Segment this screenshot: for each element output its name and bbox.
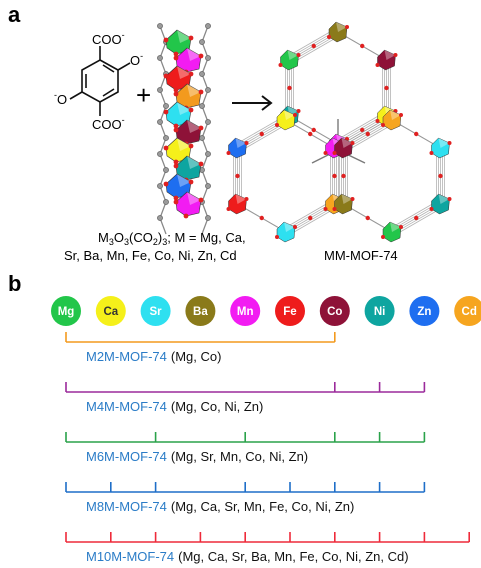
series-m10m-mof-74: M10M-MOF-74 (Mg, Ca, Sr, Ba, Mn, Fe, Co, … (65, 532, 471, 564)
metal-mg-circle: Mg (51, 296, 81, 326)
metal-co-circle: Co (319, 296, 350, 326)
framework-polyhedron (226, 193, 249, 215)
series-m2m-mof-74: M2M-MOF-74 (Mg, Co) (65, 332, 336, 364)
framework-polyhedron (278, 49, 301, 71)
panel-a-label: a (8, 2, 21, 27)
series-name: M2M-MOF-74 (86, 349, 167, 364)
framework-polyhedron (381, 109, 403, 131)
series-label: M10M-MOF-74 (Mg, Ca, Sr, Ba, Mn, Fe, Co, … (86, 549, 409, 564)
series-name: M10M-MOF-74 (86, 549, 174, 564)
series-label: M6M-MOF-74 (Mg, Sr, Mn, Co, Ni, Zn) (86, 449, 308, 464)
metal-polyhedron (163, 101, 194, 129)
framework-polyhedron (226, 137, 249, 159)
metal-symbol: Ni (374, 306, 386, 318)
coo-top-label: COO- (92, 30, 125, 47)
metal-symbol: Zn (417, 306, 431, 318)
metal-symbol: Mn (237, 306, 254, 318)
metal-circle-fill (95, 296, 126, 326)
metal-symbol: Ca (103, 306, 118, 318)
metal-ba-circle: Ba (185, 296, 216, 326)
metal-circle-fill (364, 296, 395, 326)
metal-circle-fill (230, 296, 261, 326)
metal-circle-fill (454, 296, 481, 326)
metal-circle-fill (140, 296, 171, 326)
metal-circle-fill (51, 296, 81, 326)
metal-circle-fill (409, 296, 440, 326)
metal-circle-fill (275, 296, 305, 326)
metal-ca-circle: Ca (95, 296, 126, 326)
framework-polyhedron (332, 193, 355, 215)
o-left-label: -O (54, 90, 67, 107)
series-m6m-mof-74: M6M-MOF-74 (Mg, Sr, Mn, Co, Ni, Zn) (65, 432, 426, 464)
metal-symbol: Ba (193, 306, 208, 318)
rod-caption-line-1: M3O3(CO2)3; M = Mg, Ca, (98, 230, 246, 247)
metal-polyhedron (163, 173, 194, 201)
metal-mn-circle: Mn (230, 296, 261, 326)
product-label: MM-MOF-74 (324, 248, 398, 263)
framework-polyhedron (429, 137, 452, 159)
metal-polyhedron (163, 65, 194, 93)
metal-symbol: Cd (462, 306, 477, 318)
metal-sr-circle: Sr (140, 296, 171, 326)
series-m4m-mof-74: M4M-MOF-74 (Mg, Co, Ni, Zn) (65, 382, 426, 414)
metal-circle-fill (319, 296, 350, 326)
metal-polyhedron (173, 155, 204, 183)
series-metals: (Mg, Sr, Mn, Co, Ni, Zn) (171, 449, 308, 464)
series-m8m-mof-74: M8M-MOF-74 (Mg, Ca, Sr, Mn, Fe, Co, Ni, Z… (65, 482, 426, 514)
framework-polyhedron (381, 221, 403, 243)
reaction-arrow (232, 95, 273, 111)
linker-molecule (69, 46, 131, 116)
series-list: M2M-MOF-74 (Mg, Co) M4M-MOF-74 (Mg, Co, Ni,… (65, 332, 471, 564)
metal-cd-circle: Cd (454, 296, 481, 326)
metal-oxide-rod (157, 23, 211, 235)
linker-labels: COO- O- -O COO- (54, 30, 143, 132)
series-name: M4M-MOF-74 (86, 399, 167, 414)
series-name: M6M-MOF-74 (86, 449, 167, 464)
metal-zn-circle: Zn (409, 296, 440, 326)
rod-caption: M3O3(CO2)3; M = Mg, Ca, Sr, Ba, Mn, Fe, … (64, 230, 246, 263)
metal-symbol: Fe (283, 306, 296, 318)
series-metals: (Mg, Ca, Sr, Mn, Fe, Co, Ni, Zn) (171, 499, 354, 514)
rod-caption-line-2: Sr, Ba, Mn, Fe, Co, Ni, Zn, Cd (64, 248, 237, 263)
panel-b-label: b (8, 271, 21, 296)
metal-polyhedron (173, 191, 204, 219)
series-metals: (Mg, Ca, Sr, Ba, Mn, Fe, Co, Ni, Zn, Cd) (178, 549, 408, 564)
series-metals: (Mg, Co, Ni, Zn) (171, 399, 263, 414)
metal-circle-fill (185, 296, 216, 326)
framework-polyhedron (275, 109, 297, 131)
series-metals: (Mg, Co) (171, 349, 222, 364)
series-name: M8M-MOF-74 (86, 499, 167, 514)
mof-framework-structure (226, 21, 452, 243)
series-label: M8M-MOF-74 (Mg, Ca, Sr, Mn, Fe, Co, Ni, Z… (86, 499, 354, 514)
metal-symbol: Co (327, 306, 342, 318)
plus-sign: + (136, 80, 151, 110)
metal-symbol: Mg (58, 306, 75, 318)
metal-polyhedron (163, 137, 194, 165)
framework-polyhedron (275, 221, 297, 243)
framework-polyhedron (375, 49, 398, 71)
metal-ni-circle: Ni (364, 296, 395, 326)
framework-polyhedron (332, 137, 355, 159)
metal-circle-row: Mg Ca Sr Ba Mn Fe Co Ni Zn Cd (51, 296, 481, 326)
framework-polyhedron (429, 193, 452, 215)
coo-bottom-label: COO- (92, 115, 125, 132)
metal-polyhedron (173, 83, 204, 111)
series-label: M4M-MOF-74 (Mg, Co, Ni, Zn) (86, 399, 263, 414)
metal-symbol: Sr (150, 306, 163, 318)
framework-polyhedron (327, 21, 349, 43)
series-label: M2M-MOF-74 (Mg, Co) (86, 349, 221, 364)
metal-fe-circle: Fe (275, 296, 305, 326)
o-right-label: O- (130, 51, 143, 68)
metal-polyhedron (163, 29, 194, 57)
